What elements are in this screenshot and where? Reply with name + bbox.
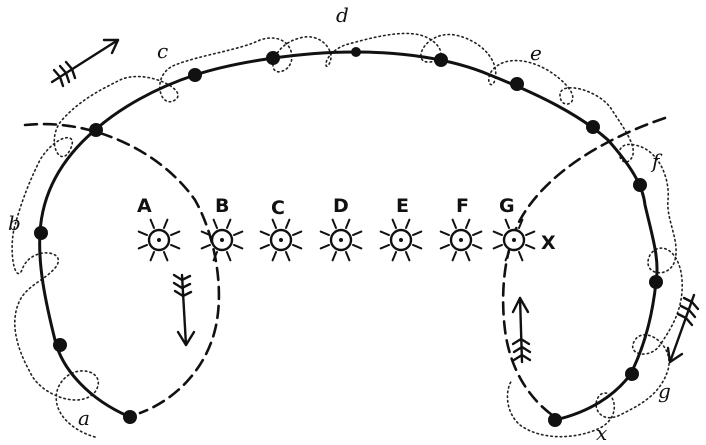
sun-c-icon: [261, 220, 302, 261]
orbit-dot: [633, 178, 647, 192]
sun-d-icon: [321, 220, 362, 261]
sun-label-g: G: [499, 195, 515, 217]
orbit-dot: [510, 77, 524, 91]
sun-f-icon: [441, 220, 482, 261]
orbit-dot: [266, 51, 280, 65]
sun-label-a: A: [137, 195, 152, 217]
sun-label-f: F: [456, 195, 469, 217]
orbit-label-b: b: [8, 211, 21, 235]
orbit-dot: [625, 367, 639, 381]
orbit-label-a: a: [78, 406, 90, 430]
sun-label-b: B: [215, 195, 229, 217]
orbit-label-c: c: [157, 39, 168, 63]
arrow-right-up: [513, 298, 530, 362]
sun-label-c: C: [271, 197, 285, 219]
arrow-top-left: [52, 40, 118, 86]
sun-label-d: D: [333, 195, 349, 217]
sun-b-icon: [202, 220, 243, 261]
orbit-label-e: e: [530, 41, 542, 65]
orbit-label-f: f: [650, 149, 663, 173]
sun-g-icon: [494, 220, 535, 261]
sun-label-x: X: [541, 232, 556, 254]
dashed-inner-path-right: [503, 118, 665, 417]
orbit-label-d: d: [336, 3, 349, 27]
orbit-dot: [123, 410, 137, 424]
sun-a-icon: [139, 220, 180, 261]
sun-e-icon: [381, 220, 422, 261]
orbit-dot: [188, 68, 202, 82]
orbit-label-g: g: [658, 379, 671, 403]
sun-label-e: E: [396, 195, 409, 217]
arrow-left-down: [174, 275, 194, 345]
dashed-inner-path-left: [25, 124, 219, 413]
orbit-dot: [586, 120, 600, 134]
orbit-dot: [34, 226, 48, 240]
orbit-dot: [53, 338, 67, 352]
orbit-dot: [548, 413, 562, 427]
orbit-dot: [434, 53, 448, 67]
orbit-dot: [89, 123, 103, 137]
orbit-dot: [351, 47, 361, 57]
sun-row: [139, 220, 535, 261]
orbit-dot: [649, 275, 663, 289]
orbit-label-x: x: [596, 421, 607, 445]
arrow-right-down: [668, 295, 698, 362]
